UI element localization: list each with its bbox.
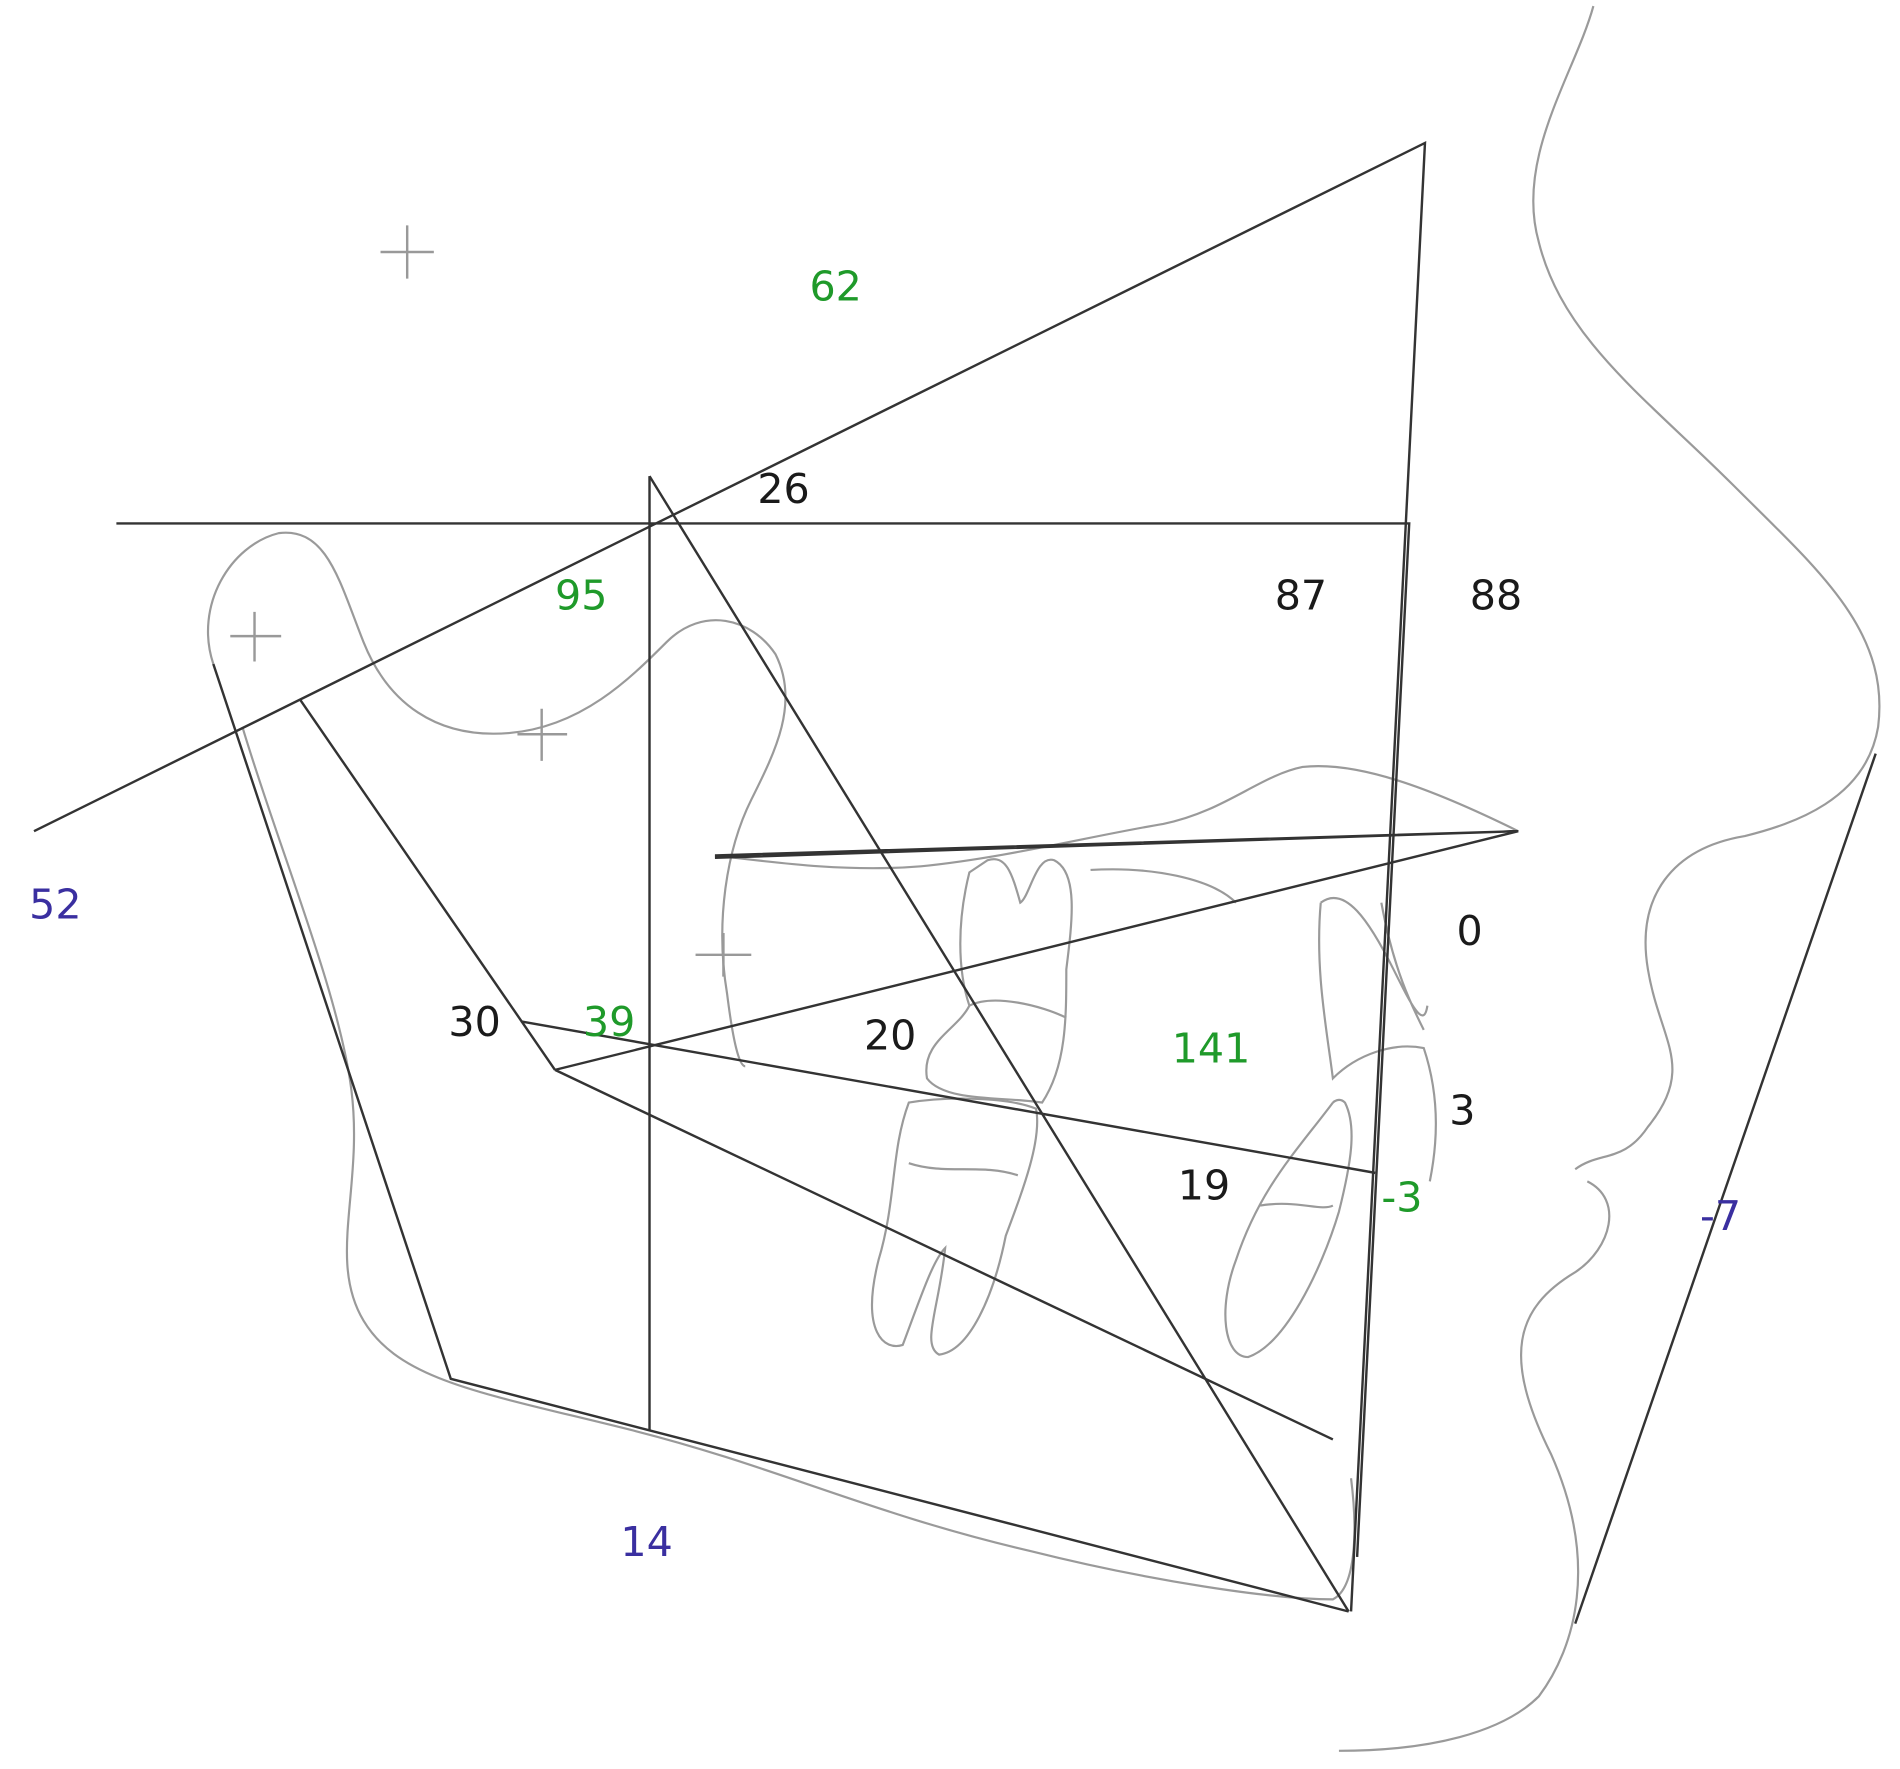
label-87: 87 (1275, 571, 1327, 619)
label-95: 95 (555, 571, 607, 619)
incisors (1224, 896, 1437, 1359)
lower-molar (870, 1097, 1039, 1356)
soft-tissue-profile (1338, 5, 1881, 1752)
label-88: 88 (1470, 571, 1522, 619)
analysis-lines (33, 140, 1877, 1624)
label-26: 26 (757, 465, 809, 513)
upper-molar (925, 858, 1073, 1104)
label-minus-3: -3 (1381, 1174, 1422, 1222)
label-14: 14 (620, 1518, 672, 1566)
label-52: 52 (29, 880, 81, 928)
label-141: 141 (1172, 1025, 1251, 1073)
label-39: 39 (583, 998, 635, 1046)
sella-cross-icon (380, 225, 434, 279)
measurement-labels: 62 26 95 87 88 52 0 30 39 20 141 3 19 -3… (29, 262, 1741, 1565)
articulare-cross-icon (517, 708, 568, 761)
soft-tissue-tracings (207, 5, 1881, 1752)
pterygoid-cross-icon (695, 932, 752, 977)
frankfort-line (116, 522, 1411, 1558)
label-3: 3 (1449, 1086, 1475, 1134)
landmark-crosses (230, 225, 752, 977)
ramus-line (299, 699, 557, 1071)
porion-cross-icon (230, 611, 282, 662)
gonion-incisor-line (554, 1068, 1334, 1441)
y-axis-line (648, 475, 1350, 1613)
label-30: 30 (448, 998, 500, 1046)
label-0: 0 (1456, 907, 1482, 955)
occlusal-plane (520, 1020, 1376, 1175)
e-line (1574, 753, 1877, 1624)
label-20: 20 (864, 1011, 916, 1059)
gonion-ans-line (554, 830, 1519, 1072)
maxilla-outline (714, 765, 1519, 904)
label-19: 19 (1178, 1162, 1230, 1210)
sn-line (33, 140, 1427, 1612)
label-62: 62 (809, 262, 861, 310)
palatal-plane (714, 829, 1519, 860)
ramus-posterior-line (212, 663, 1349, 1613)
label-minus-7: -7 (1700, 1192, 1741, 1240)
